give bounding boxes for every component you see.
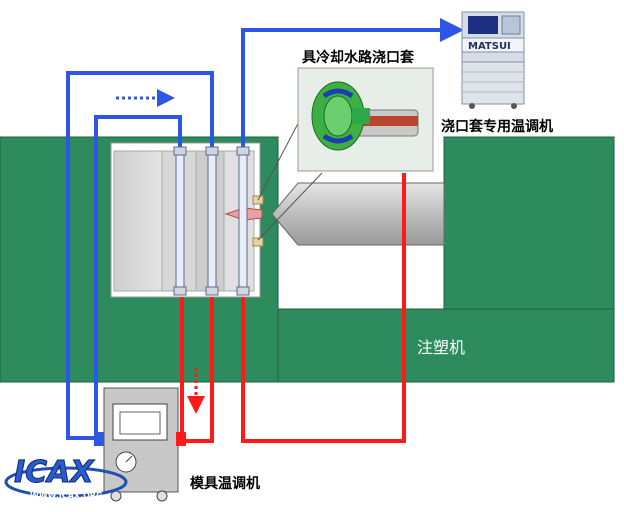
callout-lines	[257, 111, 323, 241]
controller-brand-label: MATSUI	[468, 41, 511, 52]
sprue-hot-water-line	[241, 173, 406, 443]
mold-controller-label: 模具温调机	[190, 475, 260, 492]
logo-url: WWW.ICAX.ORG	[30, 491, 103, 500]
sprue-bush-detail-image	[297, 67, 434, 172]
injection-nozzle	[271, 182, 445, 246]
logo-text: ICAX	[14, 455, 95, 490]
sprue-temperature-controller: MATSUI	[461, 11, 525, 109]
sprue-controller-label: 浇口套专用温调机	[441, 118, 553, 135]
mold-cooling-channels	[173, 146, 250, 296]
mold-temperature-controller	[94, 387, 186, 502]
injection-machine-body	[0, 136, 615, 383]
sprue-cold-water-line	[241, 18, 464, 150]
injection-unit-housing	[443, 136, 615, 310]
injection-machine-label: 注塑机	[417, 338, 465, 357]
icax-logo: ICAX WWW.ICAX.ORG	[4, 455, 128, 500]
sprue-bush-title: 具冷却水路浇口套	[301, 49, 414, 66]
machine-base	[277, 308, 615, 383]
